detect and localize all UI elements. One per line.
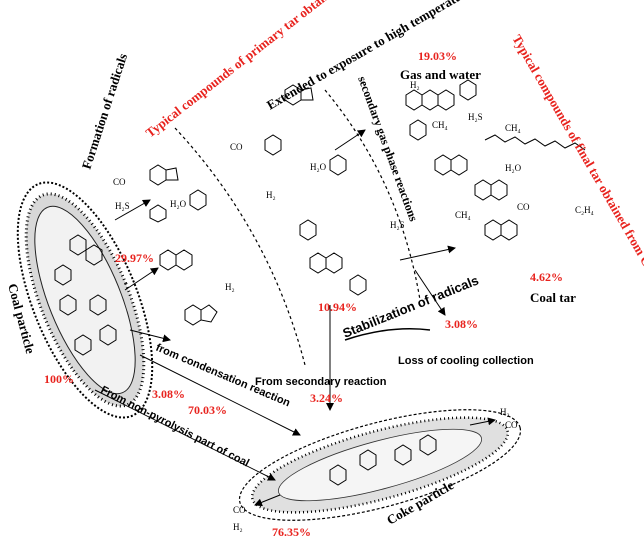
pct-secondary: 3.24% (310, 391, 343, 405)
arrow-to-radicals-2 (124, 267, 159, 291)
species-c2h4: C₂H₄ (575, 205, 594, 215)
species-h2-5: H₂ (233, 522, 243, 532)
species-h2o-2: H₂O (310, 162, 327, 172)
species-h2s-3: H₂S (390, 220, 405, 230)
species-ch4-2: CH₄ (505, 123, 521, 133)
species-h2s-1: H₂S (115, 201, 130, 211)
arrow-coke-h2-co (469, 417, 496, 426)
arrow-to-radicals (114, 199, 151, 221)
boundary-arc-2 (324, 89, 421, 301)
pct-coal-particle: 100% (44, 372, 74, 386)
pct-gas-water: 19.03% (418, 49, 457, 63)
pct-loss: 3.08% (445, 317, 478, 331)
secondary-gas-phase-label: secondary gas phase reactions (355, 74, 421, 223)
species-ch4-3: CH₄ (455, 210, 471, 220)
species-h2-4: H₂ (500, 407, 510, 417)
arrow-to-radicals-3 (129, 329, 171, 343)
formation-of-radicals-label: Formation of radicals (79, 52, 131, 171)
species-h2-3: H₂ (410, 80, 420, 90)
pct-coal-tar: 4.62% (530, 270, 563, 284)
species-co-3: CO (517, 202, 530, 212)
arrow-to-gas (334, 129, 366, 151)
species-ch4-1: CH₄ (432, 120, 448, 130)
pct-non-pyrolysis: 70.03% (188, 403, 227, 417)
gas-and-water-label: Gas and water (400, 67, 481, 82)
species-h2o-3: H₂O (505, 163, 522, 173)
coke-particle (238, 409, 522, 521)
arrow-to-loss (414, 269, 446, 316)
species-h2-2: H₂ (266, 190, 276, 200)
pct-stabilization: 10.94% (318, 300, 357, 314)
species-co-2: CO (230, 142, 243, 152)
species-h2-1: H₂ (225, 282, 235, 292)
species-co-1: CO (113, 177, 126, 187)
molecule-sketches (149, 79, 586, 326)
from-secondary-label: From secondary reaction (255, 376, 387, 388)
final-tar-heading: Typical compounds of final tar obtained … (509, 32, 644, 283)
pct-condensation: 3.08% (152, 387, 185, 401)
arrow-coke-bottom (254, 494, 281, 507)
loss-of-cooling-label: Loss of cooling collection (398, 355, 534, 367)
species-h2s-2: H₂S (468, 112, 483, 122)
species-h2o-1: H₂O (170, 199, 187, 209)
arrow-stabilization-curve (344, 328, 431, 341)
arrow-to-coal-tar (399, 245, 456, 261)
coal-tar-label: Coal tar (530, 290, 576, 305)
pct-primary: 29.97% (115, 251, 154, 265)
arrow-condensation (139, 354, 301, 436)
species-co-5: CO (233, 505, 246, 515)
arrow-non-pyrolysis (94, 389, 276, 481)
coal-particle (16, 181, 154, 419)
pct-coke-particle: 76.35% (272, 525, 311, 539)
boundary-arc-1 (174, 127, 306, 366)
species-co-4: CO (505, 420, 518, 430)
